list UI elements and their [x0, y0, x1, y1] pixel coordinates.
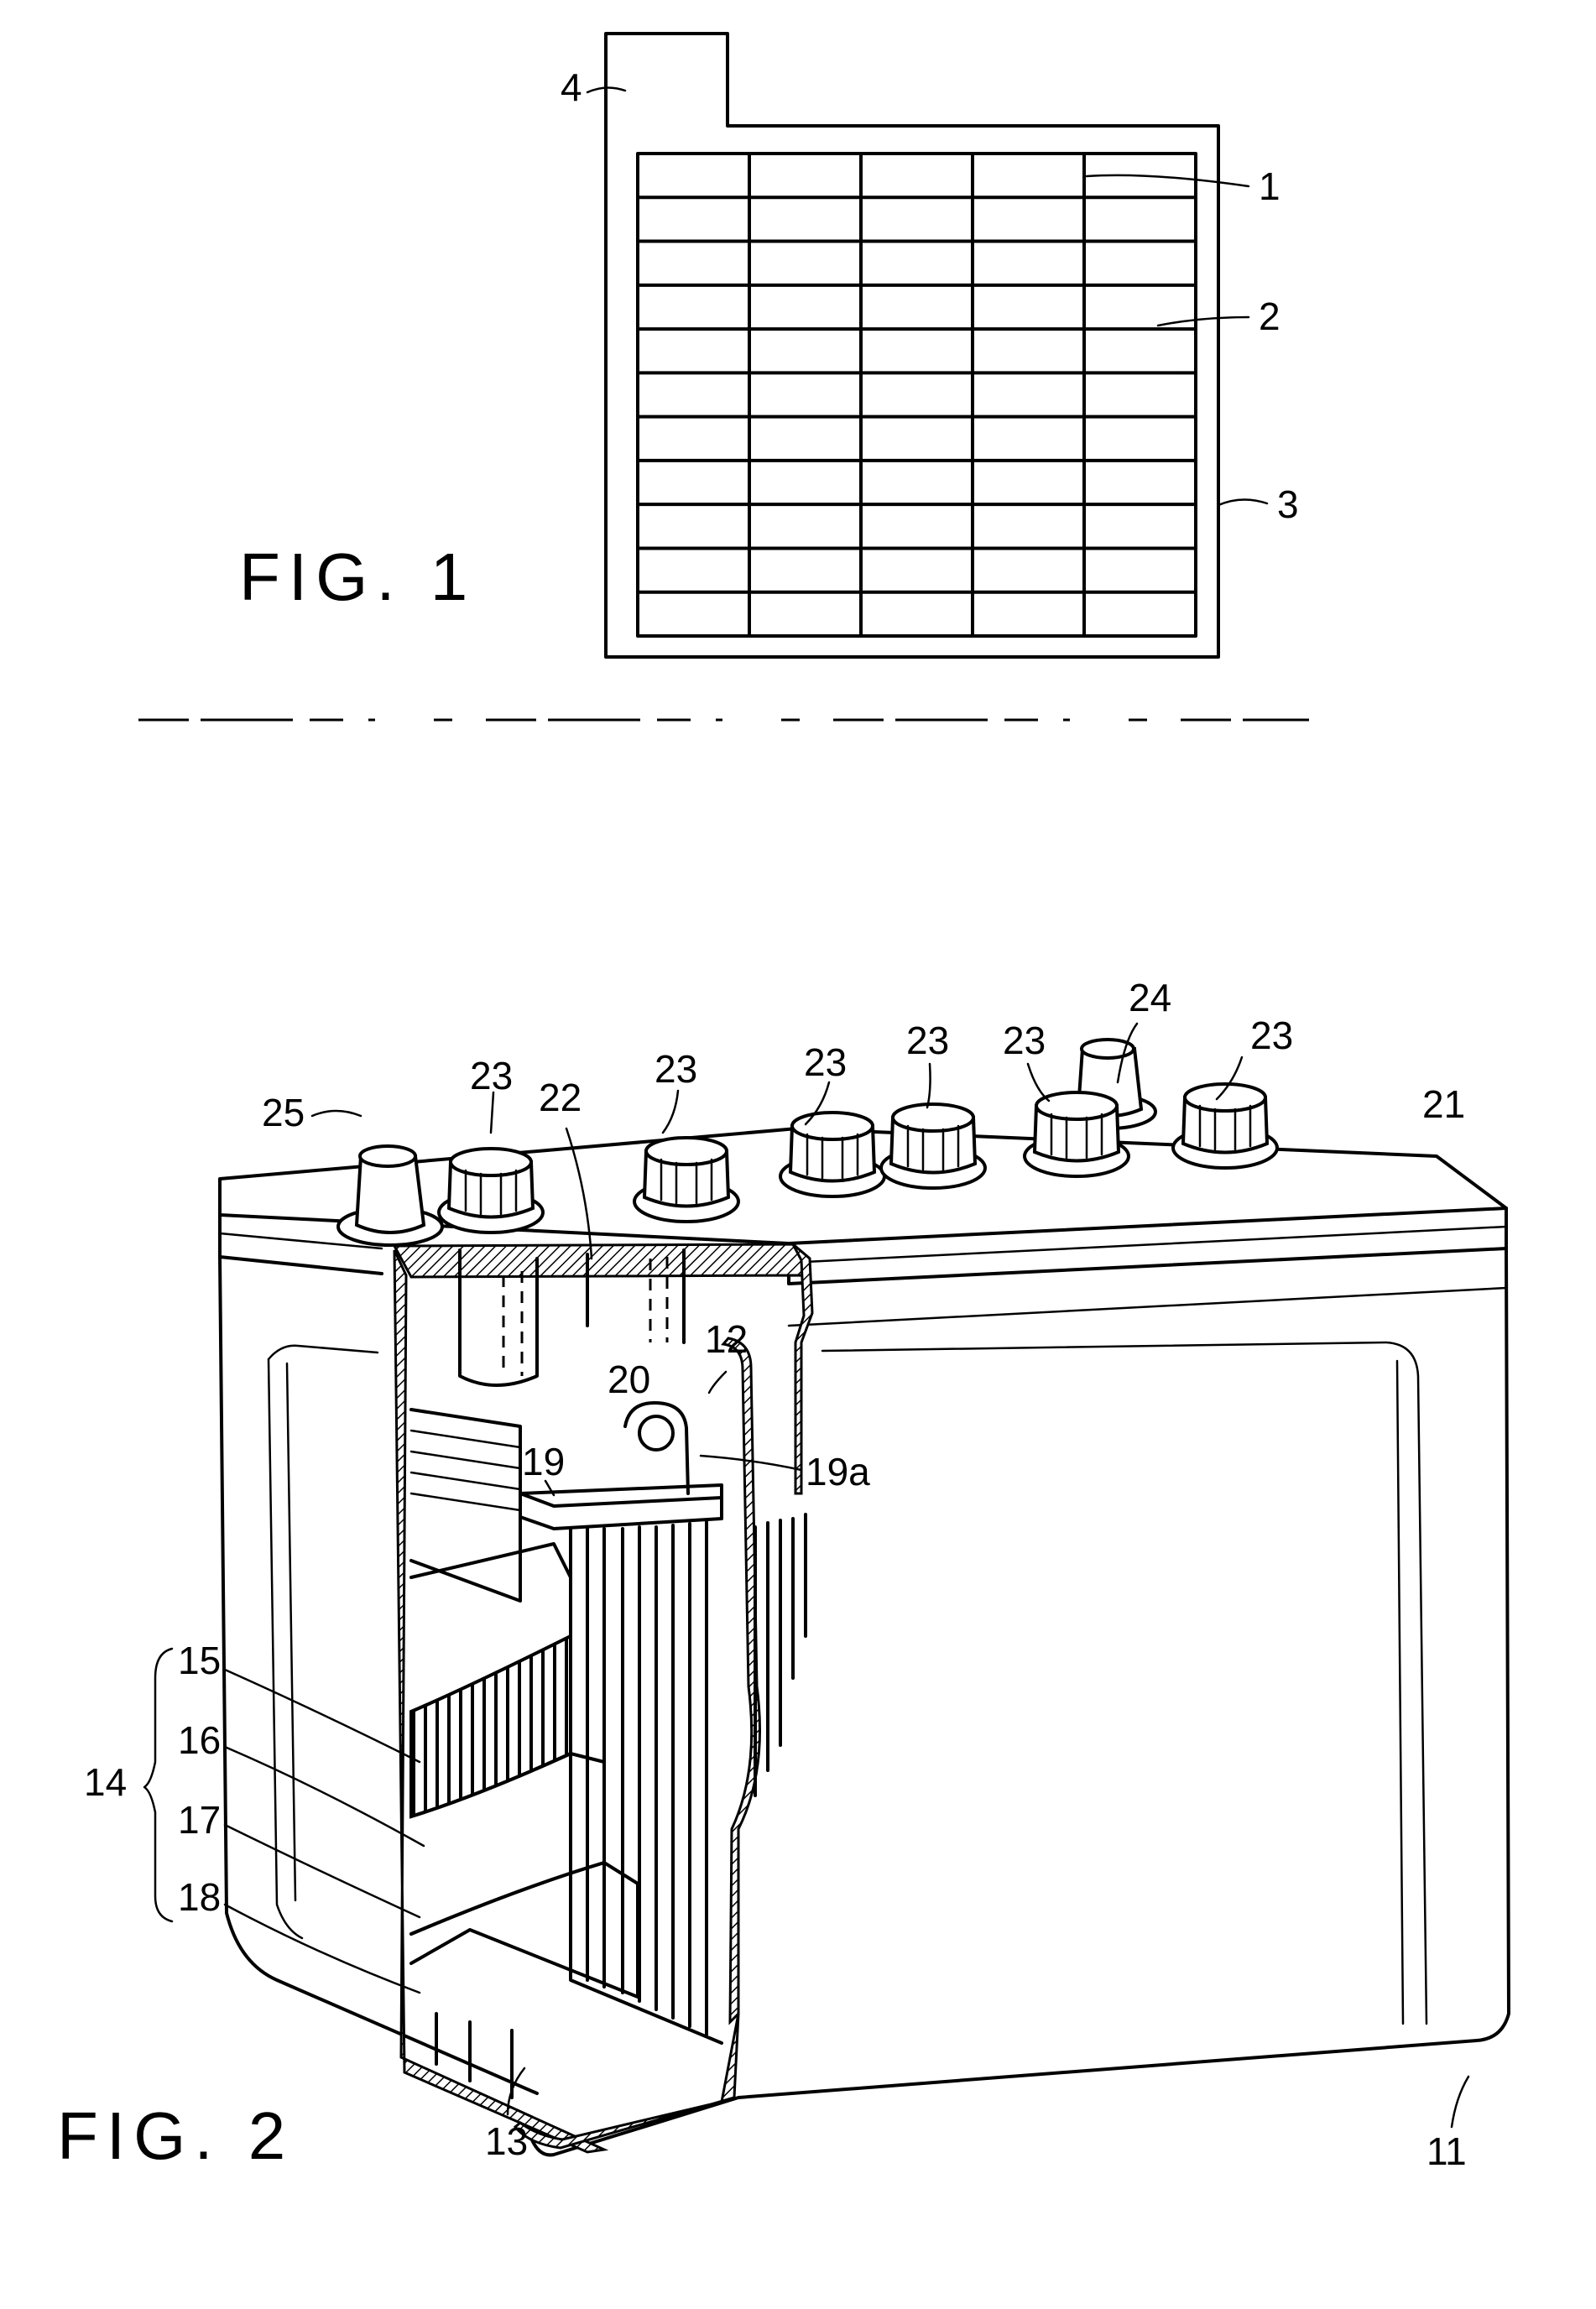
terminal-25-top: [360, 1146, 415, 1166]
leader-2: [1158, 317, 1249, 326]
container-right-wall: [529, 1248, 1509, 2155]
leader-1: [1087, 175, 1249, 186]
fig1-caption: FIG. 1: [239, 539, 476, 614]
vent-cap-23: [634, 1138, 738, 1222]
label-24: 24: [1129, 976, 1171, 1019]
fig2-battery: [220, 1040, 1509, 2155]
leader-15: [225, 1670, 420, 1762]
cut-lid-top: [394, 1244, 810, 1284]
fig1-electrode-plate: [606, 34, 1218, 657]
vent-cap-top: [893, 1104, 973, 1131]
vent-cap-top: [1036, 1092, 1117, 1119]
vent-cap-23: [780, 1113, 884, 1196]
leader-23e: [1028, 1064, 1049, 1101]
far-cell-plates: [755, 1514, 806, 1796]
leader-12: [709, 1372, 726, 1393]
leader-23a: [491, 1092, 493, 1133]
lid-band-right: [789, 1208, 1506, 1284]
label-15: 15: [178, 1639, 221, 1682]
bracket-14: [144, 1649, 172, 1921]
leader-11: [1452, 2077, 1468, 2127]
strap-19-top-edge: [520, 1493, 722, 1506]
fig1-frame: [606, 34, 1218, 657]
label-11: 11: [1426, 2129, 1467, 2173]
far-cell-plate-edges: [755, 1514, 806, 1796]
label-19a: 19a: [806, 1450, 870, 1493]
right-panel-inner: [1397, 1361, 1403, 2024]
label-23-3: 23: [804, 1040, 847, 1084]
fig1-grid-lines: [638, 154, 1196, 636]
vent-cap-top: [451, 1149, 531, 1175]
vent-cap-23: [881, 1104, 985, 1188]
label-18: 18: [178, 1875, 221, 1919]
label-4: 4: [561, 65, 582, 109]
right-panel: [822, 1342, 1426, 2024]
label-21: 21: [1422, 1082, 1465, 1126]
label-22: 22: [539, 1076, 582, 1119]
left-panel-edge: [269, 1359, 302, 1938]
label-25: 25: [262, 1091, 305, 1134]
vent-cap-23: [1025, 1092, 1129, 1176]
left-panel-edge-inner: [287, 1363, 295, 1900]
fig1-grid-boundary: [638, 154, 1196, 636]
leader-23d: [927, 1064, 931, 1108]
plate-edges: [571, 1522, 722, 2043]
label-23-4: 23: [906, 1019, 949, 1062]
upper-rim-line: [789, 1288, 1506, 1326]
plate-stack: [571, 1522, 722, 2043]
leader-17: [225, 1825, 420, 1917]
label-23-6: 23: [1250, 1014, 1293, 1057]
label-17: 17: [178, 1798, 221, 1842]
fig1-leaders: [587, 87, 1267, 505]
label-16: 16: [178, 1718, 221, 1762]
label-23-1: 23: [470, 1054, 513, 1097]
leader-23b: [663, 1091, 678, 1133]
leader-18: [225, 1905, 420, 1993]
label-2: 2: [1259, 294, 1280, 338]
leader-16: [225, 1747, 424, 1846]
vent-tube-1-hidden: [503, 1271, 522, 1376]
strap-19: [520, 1485, 722, 1529]
vent-cap-top: [646, 1138, 727, 1165]
fig2-caption: FIG. 2: [57, 2098, 294, 2173]
label-3: 3: [1277, 482, 1299, 526]
label-23-5: 23: [1003, 1019, 1046, 1062]
leader-25: [312, 1111, 361, 1116]
left-panel-top: [269, 1346, 378, 1359]
label-13: 13: [485, 2119, 528, 2163]
leader-3: [1218, 499, 1267, 505]
vent-cap-top: [792, 1113, 873, 1139]
vent-cap-23: [1173, 1084, 1277, 1168]
vent-cap-23: [439, 1149, 543, 1233]
terminal-hole-20: [639, 1416, 673, 1450]
label-12: 12: [705, 1317, 748, 1361]
label-19: 19: [522, 1440, 565, 1483]
label-1: 1: [1259, 164, 1280, 208]
label-14: 14: [84, 1760, 127, 1804]
pocket-ribs: [411, 1431, 520, 1510]
label-23-2: 23: [655, 1047, 697, 1091]
label-20: 20: [608, 1358, 650, 1401]
